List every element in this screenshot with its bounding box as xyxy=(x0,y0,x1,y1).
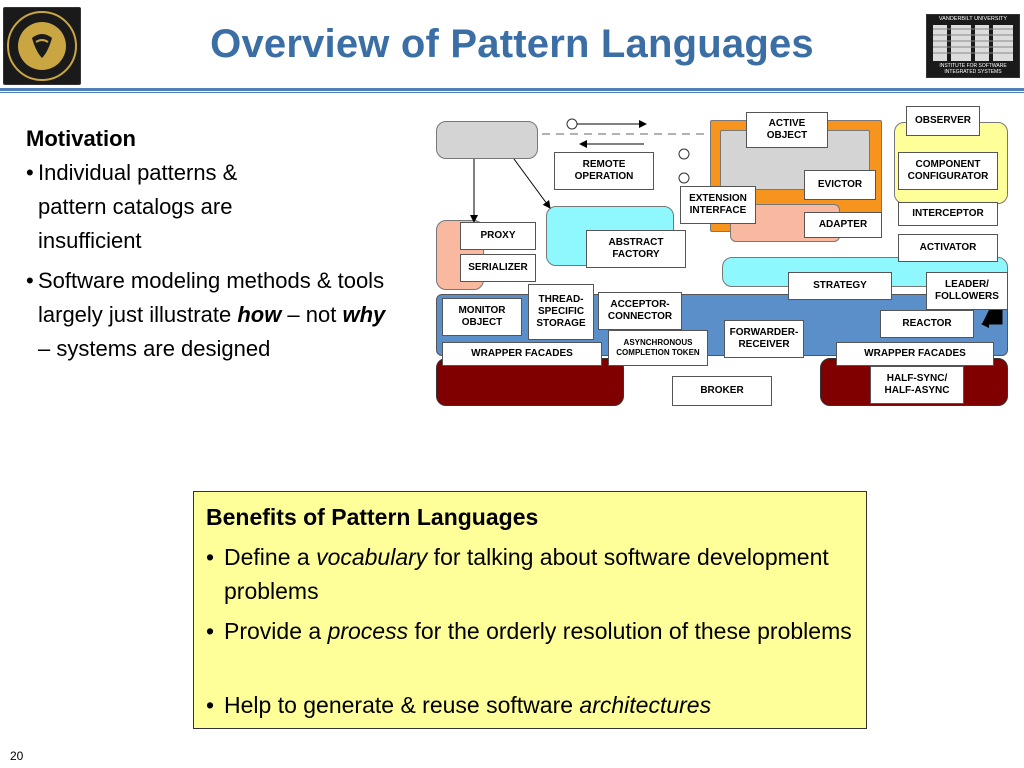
bullet-dot: • xyxy=(206,692,215,718)
asynchronous-completion-token-box: ASYNCHRONOUS COMPLETION TOKEN xyxy=(608,330,708,366)
gray-region xyxy=(436,121,538,159)
isis-logo-top-text: VANDERBILT UNIVERSITY xyxy=(938,16,1008,22)
abstract-factory-box: ABSTRACT FACTORY xyxy=(586,230,686,268)
motivation-section: Motivation • Individual patterns & patte… xyxy=(26,122,406,366)
slide-title: Overview of Pattern Languages xyxy=(210,22,814,66)
page-number: 20 xyxy=(10,749,24,763)
benefit-text: for the orderly resolution of these prob… xyxy=(408,618,852,644)
wrapper-facades-left-box: WRAPPER FACADES xyxy=(442,342,602,366)
broker-box: BROKER xyxy=(672,376,772,406)
proxy-box: PROXY xyxy=(460,222,536,250)
benefit-text: Provide a xyxy=(224,618,328,644)
header-rule-thin xyxy=(0,92,1024,93)
bullet-text: Software modeling methods & tools largel… xyxy=(38,264,398,366)
benefit-text: Help to generate & reuse software xyxy=(224,692,580,718)
isis-logo-bottom-text: INSTITUTE FOR SOFTWARE INTEGRATED SYSTEM… xyxy=(939,63,1007,75)
benefit-item-3: • Help to generate & reuse software archi… xyxy=(206,688,864,722)
motivation-bullet-2: • Software modeling methods & tools larg… xyxy=(26,264,406,366)
benefit-emphasis: vocabulary xyxy=(316,544,428,570)
motivation-heading: Motivation xyxy=(26,126,136,151)
benefit-emphasis: process xyxy=(327,618,409,644)
forwarder-receiver-box: FORWARDER-RECEIVER xyxy=(724,320,804,358)
bullet-dot: • xyxy=(206,544,215,570)
monitor-object-box: MONITOR OBJECT xyxy=(442,298,522,336)
bullet-dot: • xyxy=(26,160,34,185)
observer-box: OBSERVER xyxy=(906,106,980,136)
benefit-item-2: • Provide a process for the orderly resol… xyxy=(206,614,864,648)
emphasis-why: why xyxy=(342,302,386,327)
bullet-dot: • xyxy=(206,618,215,644)
benefit-text: for talking about software development p… xyxy=(224,544,829,604)
wrapper-facades-right-box: WRAPPER FACADES xyxy=(836,342,994,366)
component-configurator-box: COMPONENT CONFIGURATOR xyxy=(898,152,998,190)
active-object-box: ACTIVE OBJECT xyxy=(746,112,828,148)
reactor-box: REACTOR xyxy=(880,310,974,338)
leader-followers-box: LEADER/ FOLLOWERS xyxy=(926,272,1008,310)
half-sync-half-async-box: HALF-SYNC/ HALF-ASYNC xyxy=(870,366,964,404)
extension-interface-box: EXTENSION INTERFACE xyxy=(680,186,756,224)
benefits-callout: Benefits of Pattern Languages • Define a … xyxy=(193,491,867,729)
strategy-box: STRATEGY xyxy=(788,272,892,300)
evictor-box: EVICTOR xyxy=(804,170,876,200)
adapter-box: ADAPTER xyxy=(804,212,882,238)
benefit-emphasis: architectures xyxy=(579,692,712,718)
maroon-region-left xyxy=(436,358,624,406)
serializer-box: SERIALIZER xyxy=(460,254,536,282)
bullet-text: Individual patterns & pattern catalogs a… xyxy=(38,160,238,253)
interceptor-box: INTERCEPTOR xyxy=(898,202,998,226)
emphasis-how: how xyxy=(237,302,282,327)
thread-specific-storage-box: THREAD-SPECIFIC STORAGE xyxy=(528,284,594,340)
isis-logo: VANDERBILT UNIVERSITY INSTITUTE FOR SOFT… xyxy=(926,14,1020,78)
bullet-text-part: – not xyxy=(281,302,343,327)
benefit-item-1: • Define a vocabulary for talking about s… xyxy=(206,540,864,608)
pattern-language-diagram: ACTIVE OBJECT OBSERVER REMOTE OPERATION … xyxy=(434,104,1012,408)
activator-box: ACTIVATOR xyxy=(898,234,998,262)
remote-operation-box: REMOTE OPERATION xyxy=(554,152,654,190)
bullet-text-part: Software modeling methods & tools largel… xyxy=(38,268,385,327)
university-seal-logo xyxy=(3,7,81,85)
acceptor-connector-box: ACCEPTOR-CONNECTOR xyxy=(598,292,682,330)
header-rule xyxy=(0,88,1024,91)
benefit-text: Define a xyxy=(224,544,317,570)
bullet-dot: • xyxy=(26,268,34,293)
bullet-text-part: – systems are designed xyxy=(38,336,271,361)
motivation-bullet-1: • Individual patterns & pattern catalogs… xyxy=(26,156,406,258)
benefits-title: Benefits of Pattern Languages xyxy=(206,504,539,530)
